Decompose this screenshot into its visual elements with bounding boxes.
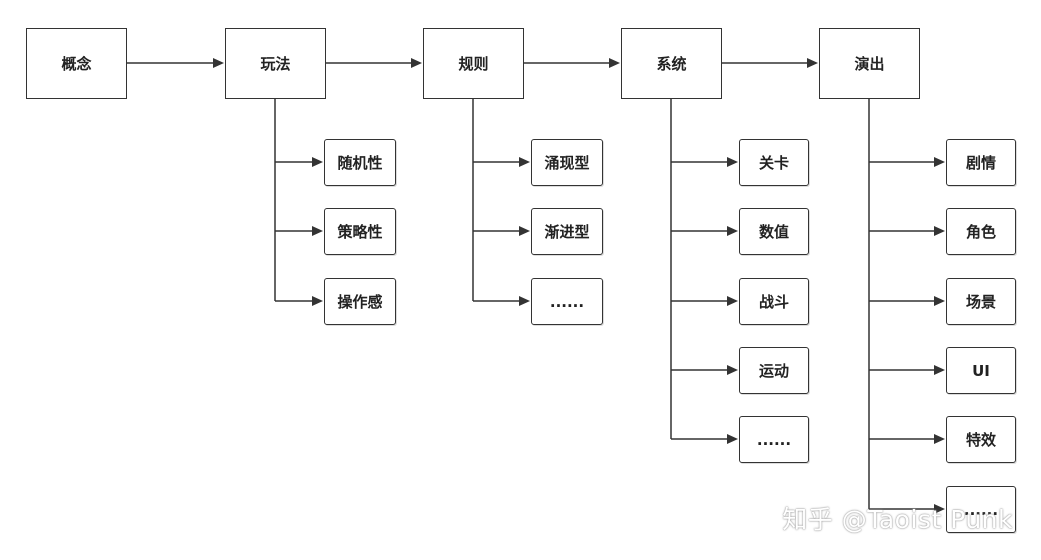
node-presentation: 演出 bbox=[819, 28, 920, 99]
main-arrow-2-arrowhead bbox=[411, 58, 422, 68]
presentation-branch-arrow-6-arrowhead bbox=[934, 504, 945, 514]
node-rules-more: ...... bbox=[531, 278, 603, 325]
node-scenes: 场景 bbox=[946, 278, 1016, 325]
node-systems-more: ...... bbox=[739, 416, 809, 463]
node-movement: 运动 bbox=[739, 347, 809, 394]
node-rules-more-label: ...... bbox=[549, 292, 585, 311]
main-arrow-1-arrowhead bbox=[213, 58, 224, 68]
node-systems-label: 系统 bbox=[656, 55, 687, 73]
node-strategy-label: 策略性 bbox=[337, 223, 383, 241]
gameplay-branch-arrow-1-arrowhead bbox=[312, 157, 323, 167]
node-gameplay: 玩法 bbox=[225, 28, 326, 99]
node-control-feel: 操作感 bbox=[324, 278, 396, 325]
node-randomness-label: 随机性 bbox=[337, 154, 383, 172]
gameplay-branch-arrow-3-arrowhead bbox=[312, 296, 323, 306]
node-ui: UI bbox=[946, 347, 1016, 394]
systems-branch-arrow-1-arrowhead bbox=[727, 157, 738, 167]
node-randomness: 随机性 bbox=[324, 139, 396, 186]
presentation-branch-arrow-1-arrowhead bbox=[934, 157, 945, 167]
presentation-branch-arrow-2-arrowhead bbox=[934, 226, 945, 236]
node-systems: 系统 bbox=[621, 28, 722, 99]
systems-branch-arrow-4-arrowhead bbox=[727, 365, 738, 375]
node-characters-label: 角色 bbox=[965, 223, 996, 241]
node-story: 剧情 bbox=[946, 139, 1016, 186]
node-presentation-more: ...... bbox=[946, 486, 1016, 533]
node-levels: 关卡 bbox=[739, 139, 809, 186]
presentation-branch-arrow-4-arrowhead bbox=[934, 365, 945, 375]
node-scenes-label: 场景 bbox=[965, 293, 996, 311]
node-ui-label: UI bbox=[972, 361, 990, 380]
node-effects: 特效 bbox=[946, 416, 1016, 463]
node-gameplay-label: 玩法 bbox=[260, 55, 291, 73]
node-combat-label: 战斗 bbox=[758, 293, 789, 311]
presentation-branch-arrow-5-arrowhead bbox=[934, 434, 945, 444]
node-effects-label: 特效 bbox=[965, 431, 996, 449]
main-arrow-3-arrowhead bbox=[609, 58, 620, 68]
node-numbers: 数值 bbox=[739, 208, 809, 255]
node-numbers-label: 数值 bbox=[758, 223, 789, 241]
node-progressive-label: 渐进型 bbox=[544, 223, 590, 241]
node-presentation-more-label: ...... bbox=[963, 500, 999, 519]
node-characters: 角色 bbox=[946, 208, 1016, 255]
rules-branch-arrow-3-arrowhead bbox=[519, 296, 530, 306]
node-strategy: 策略性 bbox=[324, 208, 396, 255]
rules-branch-arrow-2-arrowhead bbox=[519, 226, 530, 236]
main-arrow-4-arrowhead bbox=[807, 58, 818, 68]
systems-branch-arrow-2-arrowhead bbox=[727, 226, 738, 236]
systems-branch-arrow-5-arrowhead bbox=[727, 434, 738, 444]
node-rules: 规则 bbox=[423, 28, 524, 99]
rules-branch-arrow-1-arrowhead bbox=[519, 157, 530, 167]
node-combat: 战斗 bbox=[739, 278, 809, 325]
gameplay-branch-arrow-2-arrowhead bbox=[312, 226, 323, 236]
node-concept-label: 概念 bbox=[61, 55, 92, 73]
node-levels-label: 关卡 bbox=[758, 154, 789, 172]
node-concept: 概念 bbox=[26, 28, 127, 99]
presentation-branch-arrow-3-arrowhead bbox=[934, 296, 945, 306]
node-systems-more-label: ...... bbox=[756, 430, 792, 449]
node-movement-label: 运动 bbox=[758, 362, 789, 380]
node-progressive: 渐进型 bbox=[531, 208, 603, 255]
systems-branch-arrow-3-arrowhead bbox=[727, 296, 738, 306]
node-story-label: 剧情 bbox=[965, 154, 996, 172]
node-rules-label: 规则 bbox=[458, 55, 489, 73]
node-emergent-label: 涌现型 bbox=[544, 154, 590, 172]
watermark-text: 知乎 @Taoist Punk bbox=[782, 505, 1013, 534]
node-emergent: 涌现型 bbox=[531, 139, 603, 186]
node-control-feel-label: 操作感 bbox=[337, 293, 383, 311]
node-presentation-label: 演出 bbox=[854, 55, 885, 73]
